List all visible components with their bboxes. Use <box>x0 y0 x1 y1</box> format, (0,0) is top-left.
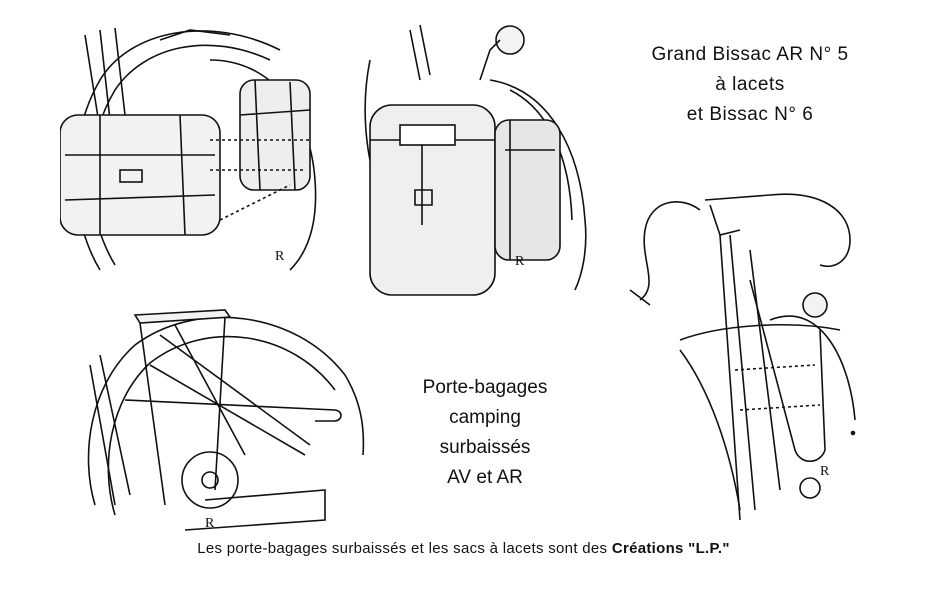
svg-text:R: R <box>820 464 830 479</box>
carrier-line-2: camping <box>449 407 521 428</box>
caption-brand: Créations "L.P." <box>611 540 730 557</box>
title-line-1: Grand Bissac AR N° 5 <box>651 44 849 65</box>
illustration-rear-carrier: R <box>75 305 365 535</box>
title-line-2: à lacets <box>715 74 785 95</box>
caption-text: Les porte-bagages surbaissés et les sacs… <box>197 540 612 557</box>
illustration-rear-bissac: R <box>60 20 330 285</box>
title-block: Grand Bissac AR N° 5 à lacets et Bissac … <box>600 40 900 130</box>
carrier-line-4: AV et AR <box>447 467 523 488</box>
carrier-line-3: surbaissés <box>439 437 531 458</box>
illustration-front-bissac: R <box>360 20 590 305</box>
caption: Les porte-bagages surbaissés et les sacs… <box>0 540 927 557</box>
carrier-text-block: Porte-bagages camping surbaissés AV et A… <box>380 373 590 493</box>
svg-text:R: R <box>205 516 215 531</box>
carrier-line-1: Porte-bagages <box>422 377 548 398</box>
title-line-3: et Bissac N° 6 <box>686 104 814 125</box>
svg-text:R: R <box>275 249 285 264</box>
illustration-front-carrier: R <box>620 190 870 530</box>
svg-text:R: R <box>515 254 525 269</box>
